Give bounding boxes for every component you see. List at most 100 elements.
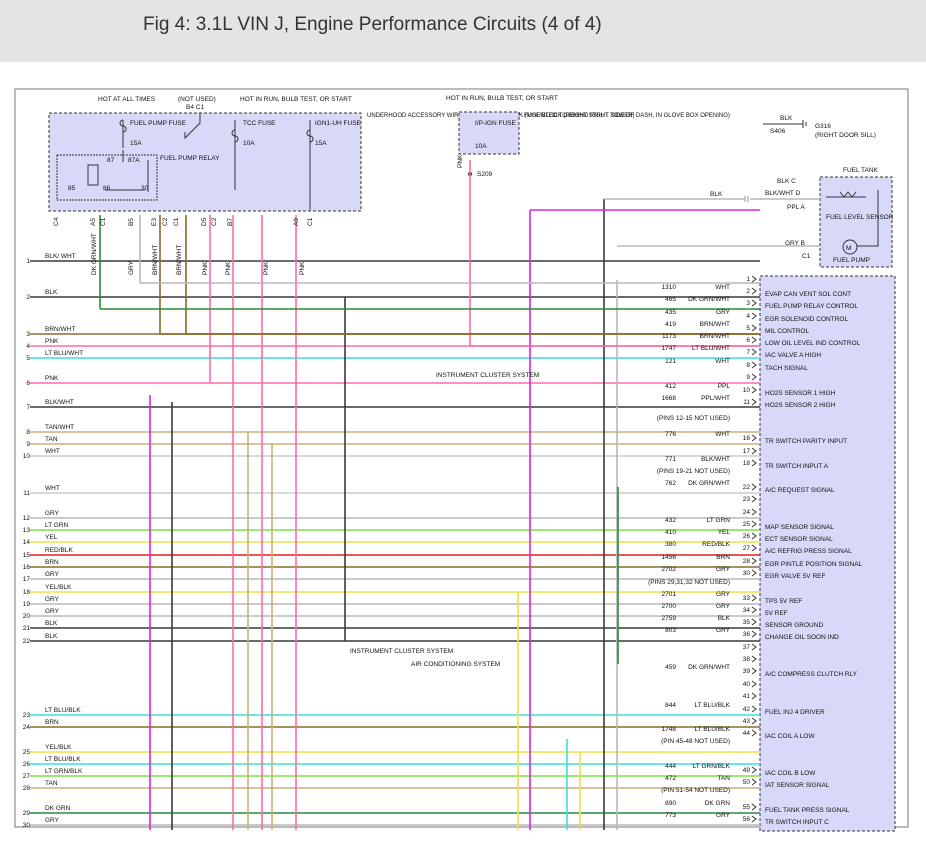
pcm-pin-function: TPS 5V REF <box>765 598 802 605</box>
pcm-pin-number: 16 <box>743 435 751 442</box>
wire-color-label: GRY <box>45 608 60 615</box>
pcm-wire-color: LT GRN <box>707 517 731 524</box>
relay-pin-85: 85 <box>68 185 76 192</box>
wire-color-label: RED/BLK <box>45 547 73 554</box>
wire-number: 29 <box>23 810 31 817</box>
pcm-circuit-number: 1456 <box>662 554 677 561</box>
pcm-wire-color: BLK <box>718 615 731 622</box>
vertical-wire-label: GRY <box>128 260 135 275</box>
pcm-wire-color: WHT <box>715 431 730 438</box>
wire-number: 12 <box>23 515 31 522</box>
figure-header-bar: Fig 4: 3.1L VIN J, Engine Performance Ci… <box>0 0 926 62</box>
pcm-circuit-number: 1668 <box>662 395 677 402</box>
pcm-pin-connector <box>751 692 757 700</box>
pcm-pin-connector <box>751 532 757 540</box>
wire-number: 26 <box>23 761 31 768</box>
ground-symbol <box>763 120 807 128</box>
pcm-circuit-number: 762 <box>665 480 676 487</box>
pcm-pin-number: 6 <box>746 337 750 344</box>
pcm-pin-connector <box>751 618 757 626</box>
not-used-label: (NOT USED) <box>178 96 216 103</box>
wire-number: 22 <box>23 638 31 645</box>
relay-pin-87: 87 <box>107 157 115 164</box>
pcm-pin-function: FUEL PUMP RELAY CONTROL <box>765 303 858 310</box>
pcm-pin-function: 5V REF <box>765 610 788 617</box>
fuel-level-sensor-label: FUEL LEVEL SENSOR <box>826 214 894 221</box>
pcm-wire-color: (PIN 51-54 NOT USED) <box>661 787 730 794</box>
pcm-wire-color: DK GRN/WHT <box>688 296 730 303</box>
wire-color-label: BLK <box>45 620 58 627</box>
wire-number: 9 <box>26 441 30 448</box>
pcm-pin-function: IAC COIL A LOW <box>765 733 815 740</box>
pcm-wire-color: WHT <box>715 284 730 291</box>
vertical-wire-label: PNK <box>263 261 270 275</box>
wire-color-label: GRY <box>45 571 60 578</box>
pcm-circuit-number: 435 <box>665 309 676 316</box>
underhood-pin-label: C4 <box>53 217 60 226</box>
pcm-wire-color: (PIN 45-48 NOT USED) <box>661 738 730 745</box>
tank-feed-wire-label: BLK <box>710 191 723 198</box>
tank-pin-3: PPL A <box>787 204 806 211</box>
wire-number: 7 <box>26 404 30 411</box>
underhood-pin-label: D5 <box>201 217 208 226</box>
wire-color-label: LT GRN/BLK <box>45 768 83 775</box>
pcm-pin-number: 23 <box>743 496 751 503</box>
pcm-pin-function: CHANGE OIL SOON IND <box>765 634 839 641</box>
pcm-pin-number: 28 <box>743 558 751 565</box>
underhood-pin-label: C1 <box>173 217 180 226</box>
splice-s406: S406 <box>770 128 786 135</box>
wire-number: 6 <box>26 380 30 387</box>
pcm-circuit-number: 444 <box>665 763 676 770</box>
wire-number: 13 <box>23 527 31 534</box>
pcm-pin-connector <box>751 336 757 344</box>
wire-color-label: YEL <box>45 534 58 541</box>
pcm-circuit-number: 773 <box>665 812 676 819</box>
pcm-pin-connector <box>751 287 757 295</box>
pcm-pin-number: 4 <box>746 313 750 320</box>
pcm-pin-function: HO2S SENSOR 1 HIGH <box>765 390 836 397</box>
tank-pin-4: GRY B <box>785 240 805 247</box>
underhood-pin-label: E3 <box>151 218 158 226</box>
pcm-pin-connector <box>751 606 757 614</box>
pcm-pin-connector <box>751 680 757 688</box>
ground-location: (RIGHT DOOR SILL) <box>815 132 876 139</box>
pcm-pin-connector <box>751 815 757 823</box>
pcm-pin-function: FUEL INJ 4 DRIVER <box>765 709 825 716</box>
pcm-pin-number: 36 <box>743 631 751 638</box>
pcm-circuit-number: 121 <box>665 358 676 365</box>
pcm-pin-number: 37 <box>743 644 751 651</box>
pcm-pin-number: 43 <box>743 718 751 725</box>
wire-number: 18 <box>23 589 31 596</box>
pcm-pin-connector <box>751 705 757 713</box>
pcm-wire-color: YEL <box>718 529 731 536</box>
wire-color-label: TAN <box>45 780 58 787</box>
pcm-circuit-number: 844 <box>665 702 676 709</box>
pcm-pin-connector <box>751 508 757 516</box>
pcm-pin-number: 5 <box>746 325 750 332</box>
pcm-circuit-number: 380 <box>665 541 676 548</box>
pcm-pin-connector <box>751 803 757 811</box>
pcm-pin-connector <box>751 434 757 442</box>
wire-color-label: PNK <box>45 338 59 345</box>
pcm-wire-color: BLK/WHT <box>701 456 730 463</box>
pcm-pin-connector <box>751 459 757 467</box>
underhood-pin-label: B7 <box>227 218 234 226</box>
pcm-pin-connector <box>751 275 757 283</box>
fuse-block-wire-label: PNK <box>457 154 464 168</box>
wire-number: 16 <box>23 564 31 571</box>
ign1-fuse-amp: 15A <box>315 140 327 147</box>
pcm-wire-color: BRN/WHT <box>700 333 730 340</box>
pcm-wire-color: BRN <box>716 554 730 561</box>
pcm-circuit-number: 2700 <box>662 603 677 610</box>
wire-color-label: TAN <box>45 436 58 443</box>
pcm-pin-number: 7 <box>746 349 750 356</box>
wire-number: 3 <box>26 331 30 338</box>
wire-number: 2 <box>26 294 30 301</box>
fuel-pump-fuse-amp: 15A <box>130 140 142 147</box>
ign1-fuse-label: IGN1-UH FUSE <box>315 120 362 127</box>
relay-pin-86: 86 <box>103 185 111 192</box>
pcm-wire-color: (PINS 12-15 NOT USED) <box>657 415 730 422</box>
pcm-pin-function: MIL CONTROL <box>765 328 810 335</box>
wire-color-label: BRN <box>45 559 59 566</box>
